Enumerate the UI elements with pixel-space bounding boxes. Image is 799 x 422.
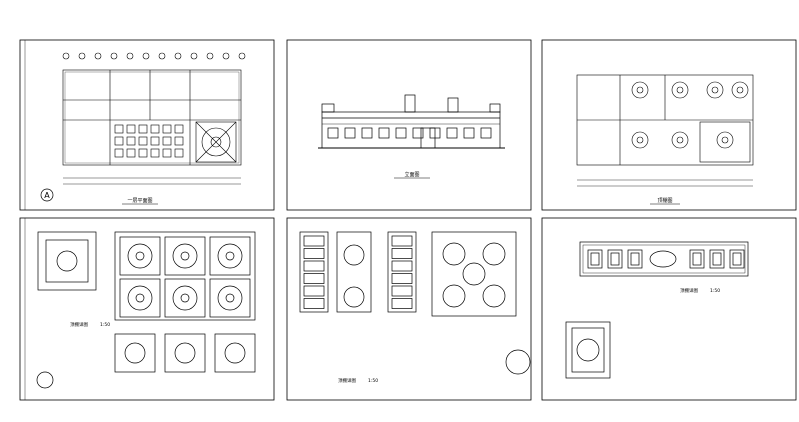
panel-elevation-border [286, 39, 532, 211]
panel-detail-c-border [541, 217, 797, 401]
title-ceiling-plan: 顶棚图 [657, 197, 672, 204]
detail-a-drawing [36, 231, 256, 389]
detail-b-drawing [299, 231, 531, 375]
elevation-drawing [318, 94, 505, 149]
north-arrow: A [40, 188, 54, 202]
detail-c-drawing [565, 241, 749, 379]
scale-detail-b: 1:50 [368, 378, 378, 384]
scale-detail-a: 1:50 [100, 322, 110, 328]
panel-detail-b-border [286, 217, 532, 401]
panel-detail-a-border [19, 217, 275, 401]
floor-plan-drawing [62, 52, 246, 185]
panel-ceiling-plan-border [541, 39, 797, 211]
north-label: A [44, 191, 50, 200]
title-elevation: 立面图 [404, 171, 419, 178]
title-detail-b: 顶棚详图 [338, 377, 356, 384]
title-detail-a: 顶棚详图 [70, 321, 88, 328]
panel-floor-plan-border [19, 39, 275, 211]
title-floor-plan: 一层平面图 [127, 198, 152, 204]
title-detail-c: 顶棚详图 [680, 287, 698, 294]
ceiling-plan-drawing [576, 74, 754, 187]
scale-detail-c: 1:50 [710, 288, 720, 294]
